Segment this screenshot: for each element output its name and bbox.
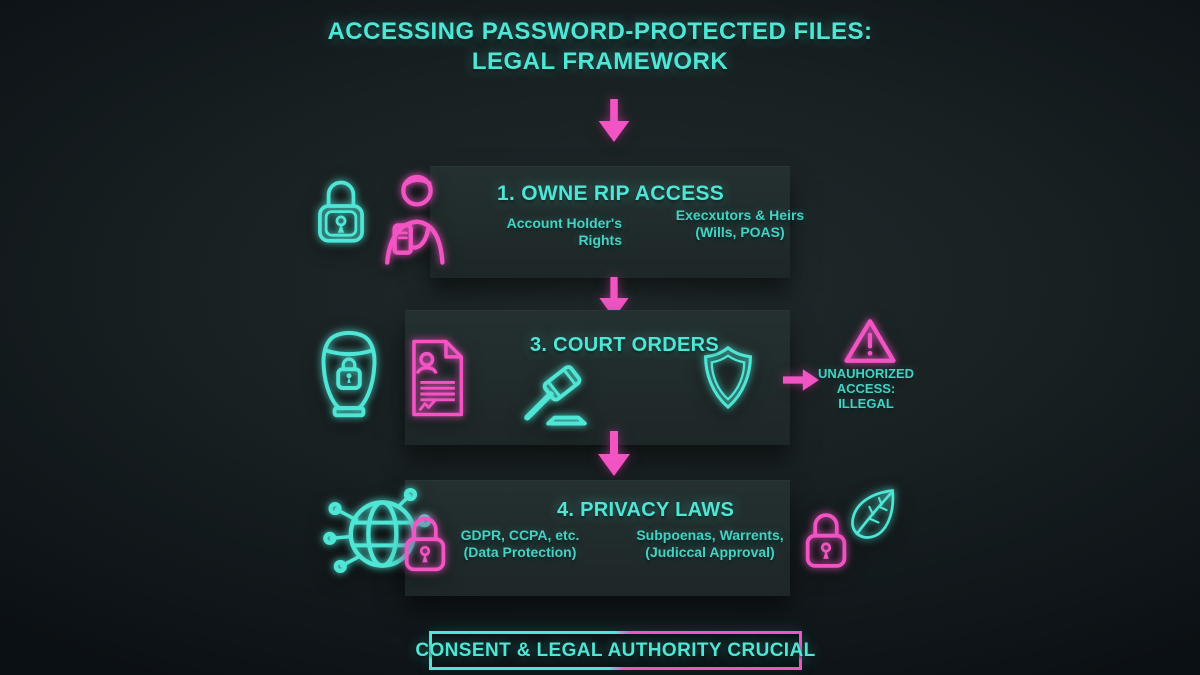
section4-heading: 4. PRIVACY LAWS [557,499,735,521]
page-title-line2: LEGAL FRAMEWORK [471,48,729,75]
leaf-icon [851,489,895,539]
conclusion-banner: CONSENT & LEGAL AUTHORITY CRUCIAL [415,631,815,670]
section4-left-text: GDPR, CCPA, etc. (Data Protection) [460,527,580,560]
legal-document-icon [412,339,464,417]
padlock-icon [805,513,847,568]
page-title: ACCESSING PASSWORD-PROTECTED FILES: LEGA… [0,17,1200,77]
padlock-icon [404,516,446,572]
conclusion-banner-label: CONSENT & LEGAL AUTHORITY CRUCIAL [415,639,816,661]
section1-left-text: Account Holder's Rights [506,215,622,248]
urn-lock-icon [321,330,377,418]
section3-panel [405,310,790,445]
page-title-line1: ACCESSING PASSWORD-PROTECTED FILES: [327,18,873,45]
warning-triangle-icon [844,319,896,363]
section1-panel [430,166,790,278]
section4-panel [405,480,790,596]
section1-right-text: Execxutors & Heirs (Wills, POAS) [675,207,805,240]
section3-heading: 3. COURT ORDERS [530,334,719,356]
shield-icon [704,345,752,410]
person-with-phone-icon [385,174,445,265]
right-arrow-icon [783,369,819,391]
warning-text: UNAUHORIZED ACCESS: ILLEGAL [817,366,915,411]
gavel-icon [524,365,587,426]
section1-heading: 1. OWNE RIP ACCESS [497,182,725,205]
down-arrow-icon [598,431,630,476]
down-arrow-icon [598,99,630,143]
padlock-icon [318,180,364,243]
down-arrow-icon [599,277,629,319]
section4-right-text: Subpoenas, Warrents, (Judiccal Approval) [636,527,784,560]
